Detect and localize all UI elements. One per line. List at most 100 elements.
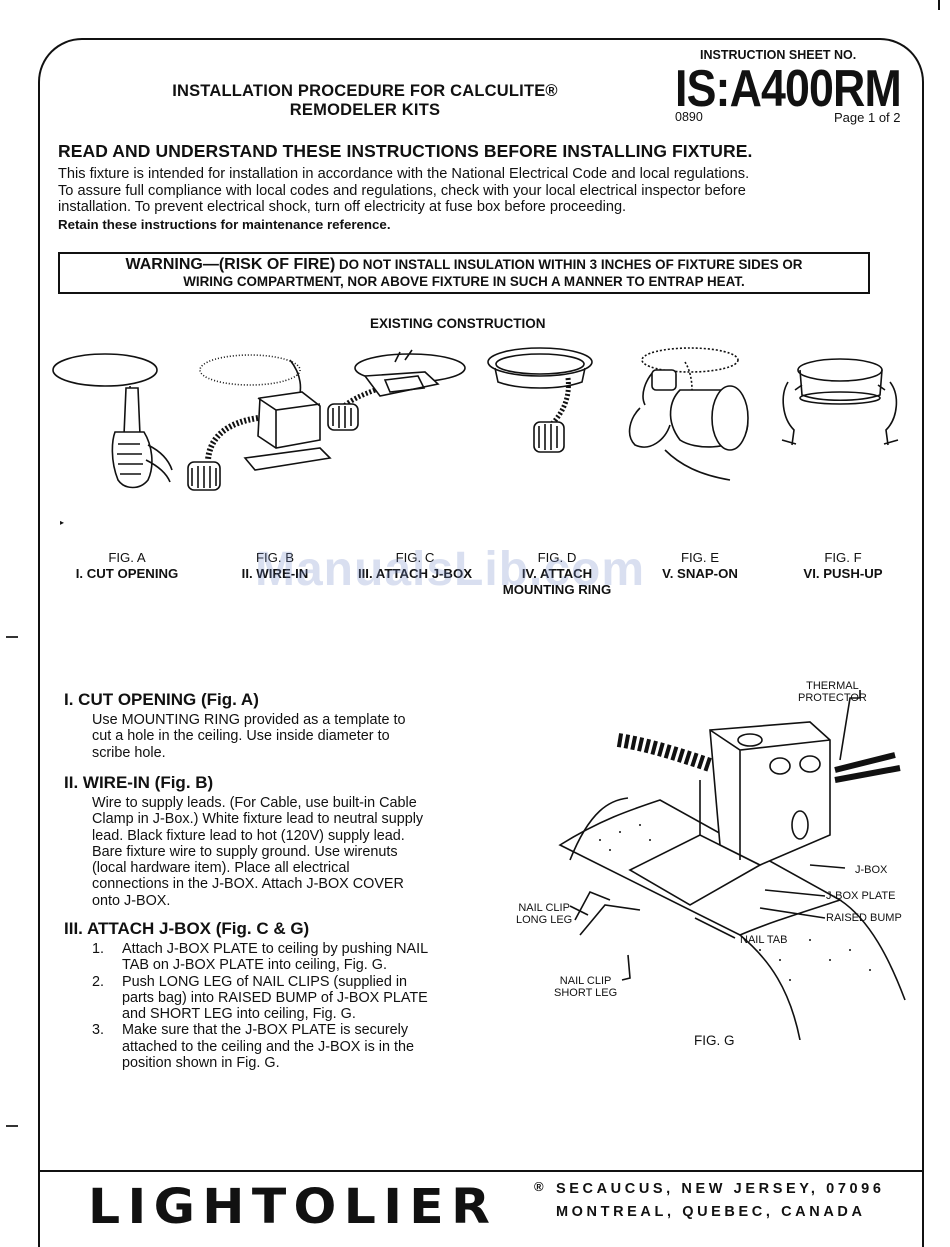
callout-line: PROTECTOR (798, 692, 867, 704)
body-line: Push LONG LEG of NAIL CLIPS (supplied in (122, 973, 408, 990)
body-line: Make sure that the J-BOX PLATE is secure… (122, 1022, 409, 1039)
step-label: V. SNAP-ON (662, 566, 738, 581)
address-secaucus: SECAUCUS, NEW JERSEY, 07096 (556, 1181, 885, 1197)
lightolier-logo: LIGHTOLIER (88, 1179, 498, 1235)
caption-fig-e: FIG. E V. SNAP-ON (625, 550, 775, 582)
body-line: Attach J-BOX PLATE to ceiling by pushing… (122, 941, 429, 957)
body-line: lead. Black fixture lead to hot (120V) s… (92, 827, 405, 844)
instruction-sheet-number: IS:A400RM (675, 60, 902, 118)
callout-nail-clip-short-leg: NAIL CLIP SHORT LEG (554, 975, 617, 999)
item-number: 1. (92, 941, 105, 957)
body-line: onto J-BOX. (92, 892, 171, 909)
registered-mark: ® (534, 1179, 544, 1194)
item-number: 2. (92, 973, 105, 990)
body-line: cut a hole in the ceiling. Use inside di… (92, 728, 390, 745)
section-1-heading: I. CUT OPENING (Fig. A) (64, 690, 259, 709)
fig-f-drawing (781, 358, 899, 446)
title-line-1: INSTALLATION PROCEDURE FOR CALCULITE® (172, 82, 558, 100)
fig-c-drawing (327, 349, 466, 431)
step-label: IV. ATTACH (521, 566, 593, 581)
document-title: INSTALLATION PROCEDURE FOR CALCULITE® RE… (130, 82, 600, 120)
body-line: (local hardware item). Place all electri… (92, 860, 350, 877)
section-3-list: 1. Attach J-BOX PLATE to ceiling by push… (92, 941, 512, 1071)
section-1-body: Use MOUNTING RING provided as a template… (92, 712, 502, 761)
fig-label: FIG. A (108, 550, 146, 565)
section-2-heading: II. WIRE-IN (Fig. B) (64, 773, 214, 792)
list-item: 1. Attach J-BOX PLATE to ceiling by push… (92, 941, 512, 974)
title-line-2: REMODELER KITS (289, 101, 441, 119)
section-2-body: Wire to supply leads. (For Cable, use bu… (92, 795, 512, 909)
callout-line: LONG LEG (516, 914, 573, 926)
top-edge-mark (938, 0, 940, 10)
body-line: attached to the ceiling and the J-BOX is… (122, 1038, 414, 1055)
callout-nail-clip-long-leg: NAIL CLIP LONG LEG (516, 902, 572, 926)
svg-text:▸: ▸ (60, 518, 64, 527)
fig-d-drawing (487, 347, 593, 453)
body-line: scribe hole. (92, 744, 166, 761)
sheet-date-code: 0890 (675, 110, 703, 124)
warning-line-2: WIRING COMPARTMENT, NOR ABOVE FIXTURE IN… (183, 273, 745, 289)
body-line: Clamp in J-Box.) White fixture lead to n… (92, 811, 424, 828)
callout-thermal-protector: THERMAL PROTECTOR (798, 680, 867, 704)
installation-steps-illustration: ▸ (52, 347, 899, 527)
list-item: 3. Make sure that the J-BOX PLATE is sec… (92, 1022, 512, 1071)
body-line: connections in the J-BOX. Attach J-BOX C… (92, 876, 404, 893)
intro-line: installation. To prevent electrical shoc… (58, 199, 627, 215)
step-label-line-2: MOUNTING RING (502, 582, 612, 597)
fig-label: FIG. D (537, 550, 577, 565)
fig-b-drawing (187, 354, 332, 491)
fig-label: FIG. C (395, 550, 435, 565)
instruction-sheet-label: INSTRUCTION SHEET NO. (700, 48, 857, 62)
step-label: VI. PUSH-UP (803, 566, 883, 581)
fig-a-drawing (52, 353, 173, 489)
body-line: and SHORT LEG into ceiling, Fig. G. (122, 1006, 356, 1023)
page-frame (38, 38, 924, 1247)
fig-g-jbox-detail-illustration (558, 690, 906, 1040)
footer-divider (40, 1170, 924, 1172)
step-label: II. WIRE-IN (241, 566, 309, 581)
callout-nail-tab: NAIL TAB (740, 934, 788, 946)
warning-line-1: DO NOT INSTALL INSULATION WITHIN 3 INCHE… (339, 257, 803, 272)
caption-fig-c: FIG. C III. ATTACH J-BOX (340, 550, 490, 582)
caption-fig-b: FIG. B II. WIRE-IN (200, 550, 350, 582)
callout-jbox-plate: J-BOX PLATE (826, 890, 896, 902)
body-line: parts bag) into RAISED BUMP of J-BOX PLA… (122, 989, 428, 1006)
fig-label: FIG. F (824, 550, 862, 565)
callout-line: THERMAL (806, 680, 859, 692)
fig-label: FIG. B (255, 550, 295, 565)
fire-warning-box: WARNING—(RISK OF FIRE) DO NOT INSTALL IN… (58, 252, 870, 294)
body-line: Bare fixture wire to supply ground. Use … (92, 843, 398, 860)
intro-line: This fixture is intended for installatio… (58, 166, 750, 182)
fig-label: FIG. E (680, 550, 720, 565)
body-line: Use MOUNTING RING provided as a template… (92, 712, 406, 728)
fig-g-caption: FIG. G (694, 1033, 735, 1048)
address-montreal: MONTREAL, QUEBEC, CANADA (556, 1204, 866, 1220)
caption-fig-d: FIG. D IV. ATTACH MOUNTING RING (482, 550, 632, 598)
caption-fig-a: FIG. A I. CUT OPENING (52, 550, 202, 582)
read-instructions-heading: READ AND UNDERSTAND THESE INSTRUCTIONS B… (58, 141, 753, 161)
watermark-text: ManualsLib.com (255, 543, 646, 596)
margin-tick (6, 636, 18, 638)
warning-lead: WARNING—(RISK OF FIRE) (125, 256, 336, 273)
callout-line: SHORT LEG (554, 987, 618, 999)
callout-line: NAIL CLIP (559, 975, 612, 987)
intro-paragraph: This fixture is intended for installatio… (58, 166, 878, 216)
callout-line: NAIL CLIP (518, 902, 570, 914)
fig-e-drawing (628, 347, 749, 481)
page-indicator: Page 1 of 2 (834, 110, 901, 125)
caption-fig-f: FIG. F VI. PUSH-UP (768, 550, 918, 582)
callout-jbox: J-BOX (855, 864, 888, 876)
intro-line: To assure full compliance with local cod… (58, 182, 746, 199)
section-3-heading: III. ATTACH J-BOX (Fig. C & G) (64, 919, 310, 938)
existing-construction-heading: EXISTING CONSTRUCTION (370, 316, 546, 331)
body-line: position shown in Fig. G. (122, 1055, 280, 1072)
body-line: Wire to supply leads. (For Cable, use bu… (92, 795, 417, 811)
item-number: 3. (92, 1022, 105, 1039)
body-line: TAB on J-BOX PLATE into ceiling, Fig. G. (122, 957, 387, 974)
step-label: III. ATTACH J-BOX (357, 566, 473, 581)
step-label: I. CUT OPENING (75, 566, 179, 581)
list-item: 2. Push LONG LEG of NAIL CLIPS (supplied… (92, 974, 512, 1023)
callout-raised-bump: RAISED BUMP (826, 912, 902, 924)
retain-notice: Retain these instructions for maintenanc… (58, 217, 391, 232)
margin-tick (6, 1125, 18, 1127)
